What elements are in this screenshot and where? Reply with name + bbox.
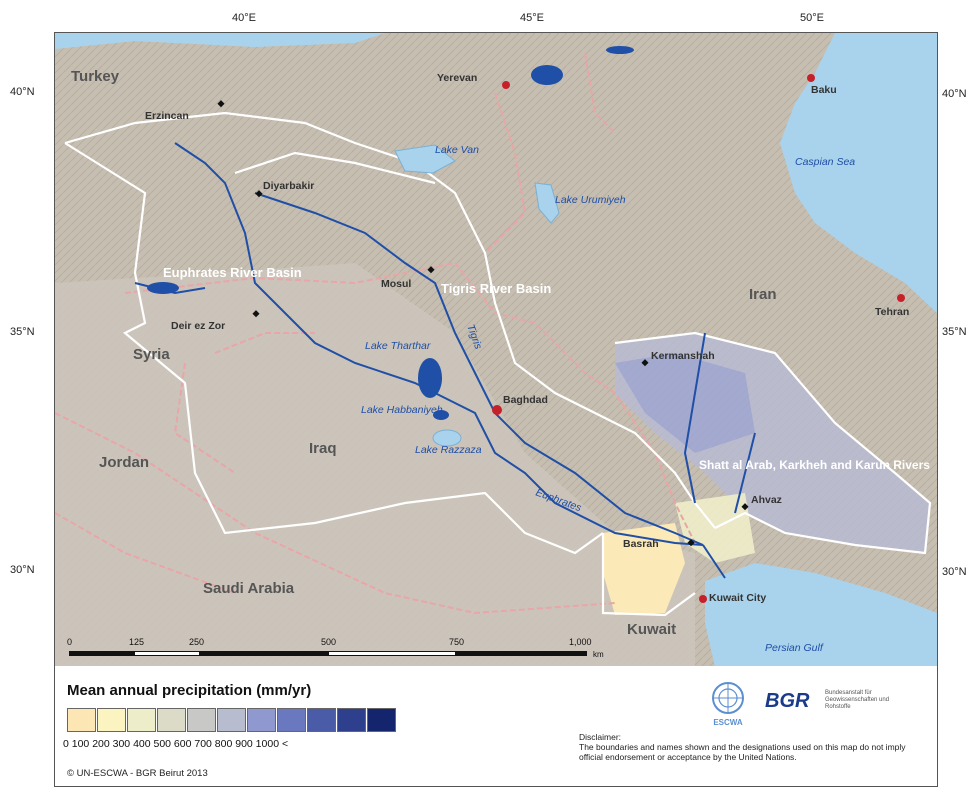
country-jordan: Jordan: [99, 454, 149, 471]
city-diyarbakir: Diyarbakir: [263, 180, 314, 192]
black-sea: [55, 33, 385, 49]
disclaimer-title: Disclaimer:: [579, 732, 622, 742]
euphrates-river: [174, 142, 704, 546]
lon-tick-50: 50°E: [800, 12, 824, 24]
disclaimer-block: Disclaimer: The boundaries and names sho…: [579, 732, 919, 762]
copyright-text: © UN-ESCWA - BGR Beirut 2013: [67, 768, 208, 779]
legend-swatch: [97, 708, 126, 732]
legend-swatch: [277, 708, 306, 732]
lat-tick-30-right: 30°N: [942, 566, 967, 578]
water-lake-habbaniyeh: Lake Habbaniyeh: [361, 404, 443, 416]
basin-precip-dry: [603, 523, 685, 615]
basin-precip-wet: [615, 353, 755, 453]
legend-swatch: [187, 708, 216, 732]
scale-label-125: 125: [129, 637, 144, 647]
country-iraq: Iraq: [309, 440, 337, 457]
legend-swatch: [247, 708, 276, 732]
city-yerevan: Yerevan: [437, 72, 477, 84]
country-kuwait: Kuwait: [627, 621, 676, 638]
country-turkey: Turkey: [71, 68, 120, 85]
basin-euphrates: Euphrates River Basin: [163, 265, 302, 280]
map-canvas[interactable]: 0 125 250 500 750 1,000 km Turkey Syria …: [55, 33, 937, 667]
legend-swatch: [367, 708, 396, 732]
water-caspian-sea: Caspian Sea: [795, 156, 855, 168]
country-iran: Iran: [749, 286, 777, 303]
basin-tigris: Tigris River Basin: [441, 281, 551, 296]
city-mosul: Mosul: [381, 278, 411, 290]
lon-tick-45: 45°E: [520, 12, 544, 24]
basin-labels: Euphrates River Basin Tigris River Basin…: [163, 265, 930, 472]
legend-panel: Mean annual precipitation (mm/yr) 0 100 …: [54, 666, 938, 787]
city-tehran: Tehran: [875, 306, 909, 318]
legend-scale-labels: 0 100 200 300 400 500 600 700 800 900 10…: [63, 738, 289, 750]
scale-bar: [69, 651, 587, 656]
un-emblem-icon: ESCWA: [712, 682, 744, 727]
bgr-subtitle: Bundesanstalt für Geowissenschaften und …: [825, 690, 890, 710]
city-basrah: Basrah: [623, 538, 659, 550]
scale-label-0: 0: [67, 637, 72, 647]
map-frame[interactable]: 0 125 250 500 750 1,000 km Turkey Syria …: [54, 32, 938, 668]
un-org-label: ESCWA: [713, 718, 743, 727]
scale-label-1000: 1,000: [569, 637, 592, 647]
scale-label-500: 500: [321, 637, 336, 647]
city-ahvaz: Ahvaz: [751, 494, 782, 506]
water-lake-van: Lake Van: [435, 144, 479, 156]
legend-swatch: [157, 708, 186, 732]
scale-unit: km: [593, 650, 604, 659]
legend-title: Mean annual precipitation (mm/yr): [67, 682, 312, 699]
lat-tick-35-left: 35°N: [10, 326, 35, 338]
city-markers: [217, 74, 905, 603]
city-baku: Baku: [811, 84, 837, 96]
scale-label-250: 250: [189, 637, 204, 647]
country-borders: [55, 52, 696, 615]
basin-boundaries: [64, 111, 932, 617]
city-erzincan: Erzincan: [145, 110, 189, 122]
basin-shatt-al-arab: Shatt al Arab, Karkheh and Karun Rivers: [699, 458, 930, 472]
tigris-river: [254, 192, 704, 546]
city-kuwait-city: Kuwait City: [709, 592, 766, 604]
persian-gulf: [705, 563, 937, 667]
city-kermanshah: Kermanshah: [651, 350, 715, 362]
country-saudi-arabia: Saudi Arabia: [203, 580, 295, 597]
caspian-sea: [780, 33, 937, 313]
country-syria: Syria: [133, 346, 170, 363]
lakes: [147, 46, 634, 420]
lat-tick-35-right: 35°N: [942, 326, 967, 338]
water-lake-urumiyeh: Lake Urumiyeh: [555, 194, 626, 206]
legend-swatches: [67, 708, 397, 732]
legend-swatch: [127, 708, 156, 732]
legend-swatch: [67, 708, 96, 732]
country-labels: Turkey Syria Jordan Iraq Saudi Arabia Ir…: [71, 68, 777, 638]
lat-tick-40-right: 40°N: [942, 88, 967, 100]
light-lakes: [394, 144, 560, 447]
lat-tick-40-left: 40°N: [10, 86, 35, 98]
city-deir-ez-zor: Deir ez Zor: [171, 320, 225, 332]
water-persian-gulf: Persian Gulf: [765, 642, 824, 654]
legend-swatch: [337, 708, 366, 732]
lon-tick-40: 40°E: [232, 12, 256, 24]
bgr-logo: BGR: [765, 690, 810, 712]
lat-tick-30-left: 30°N: [10, 564, 35, 576]
water-lake-tharthar: Lake Tharthar: [365, 340, 431, 352]
disclaimer-text: The boundaries and names shown and the d…: [579, 742, 906, 762]
scale-label-750: 750: [449, 637, 464, 647]
city-labels: Erzincan Yerevan Baku Diyarbakir Mosul D…: [145, 72, 909, 604]
water-lake-razzaza: Lake Razzaza: [415, 444, 482, 456]
rivers: [134, 142, 756, 579]
legend-swatch: [307, 708, 336, 732]
desert-plain: [55, 263, 695, 667]
city-baghdad: Baghdad: [503, 394, 548, 406]
legend-swatch: [217, 708, 246, 732]
